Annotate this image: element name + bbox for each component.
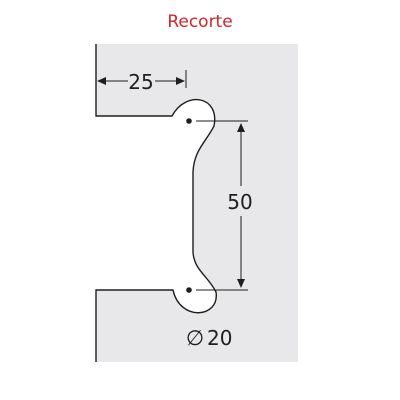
diameter-label: 20	[207, 326, 232, 350]
hole-center-bottom	[186, 287, 192, 293]
spacing-arrow-bottom	[237, 279, 245, 288]
cutout-outline	[95, 44, 217, 362]
cutout-region	[96, 44, 298, 362]
diagram-title: Recorte	[167, 12, 233, 32]
hole-center-top	[186, 118, 192, 124]
spacing-dimension-label: 50	[227, 190, 252, 214]
offset-arrow-left	[97, 77, 106, 85]
spacing-arrow-top	[237, 123, 245, 132]
diameter-symbol: ∅	[186, 326, 204, 350]
offset-arrow-right	[176, 77, 185, 85]
offset-dimension-label: 25	[128, 70, 153, 94]
